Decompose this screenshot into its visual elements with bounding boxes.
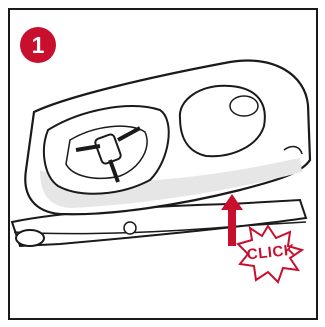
base-knob xyxy=(124,222,136,234)
headrest-recess xyxy=(230,96,258,116)
step-number-badge: 1 xyxy=(20,27,56,63)
base-wheel xyxy=(16,230,44,246)
